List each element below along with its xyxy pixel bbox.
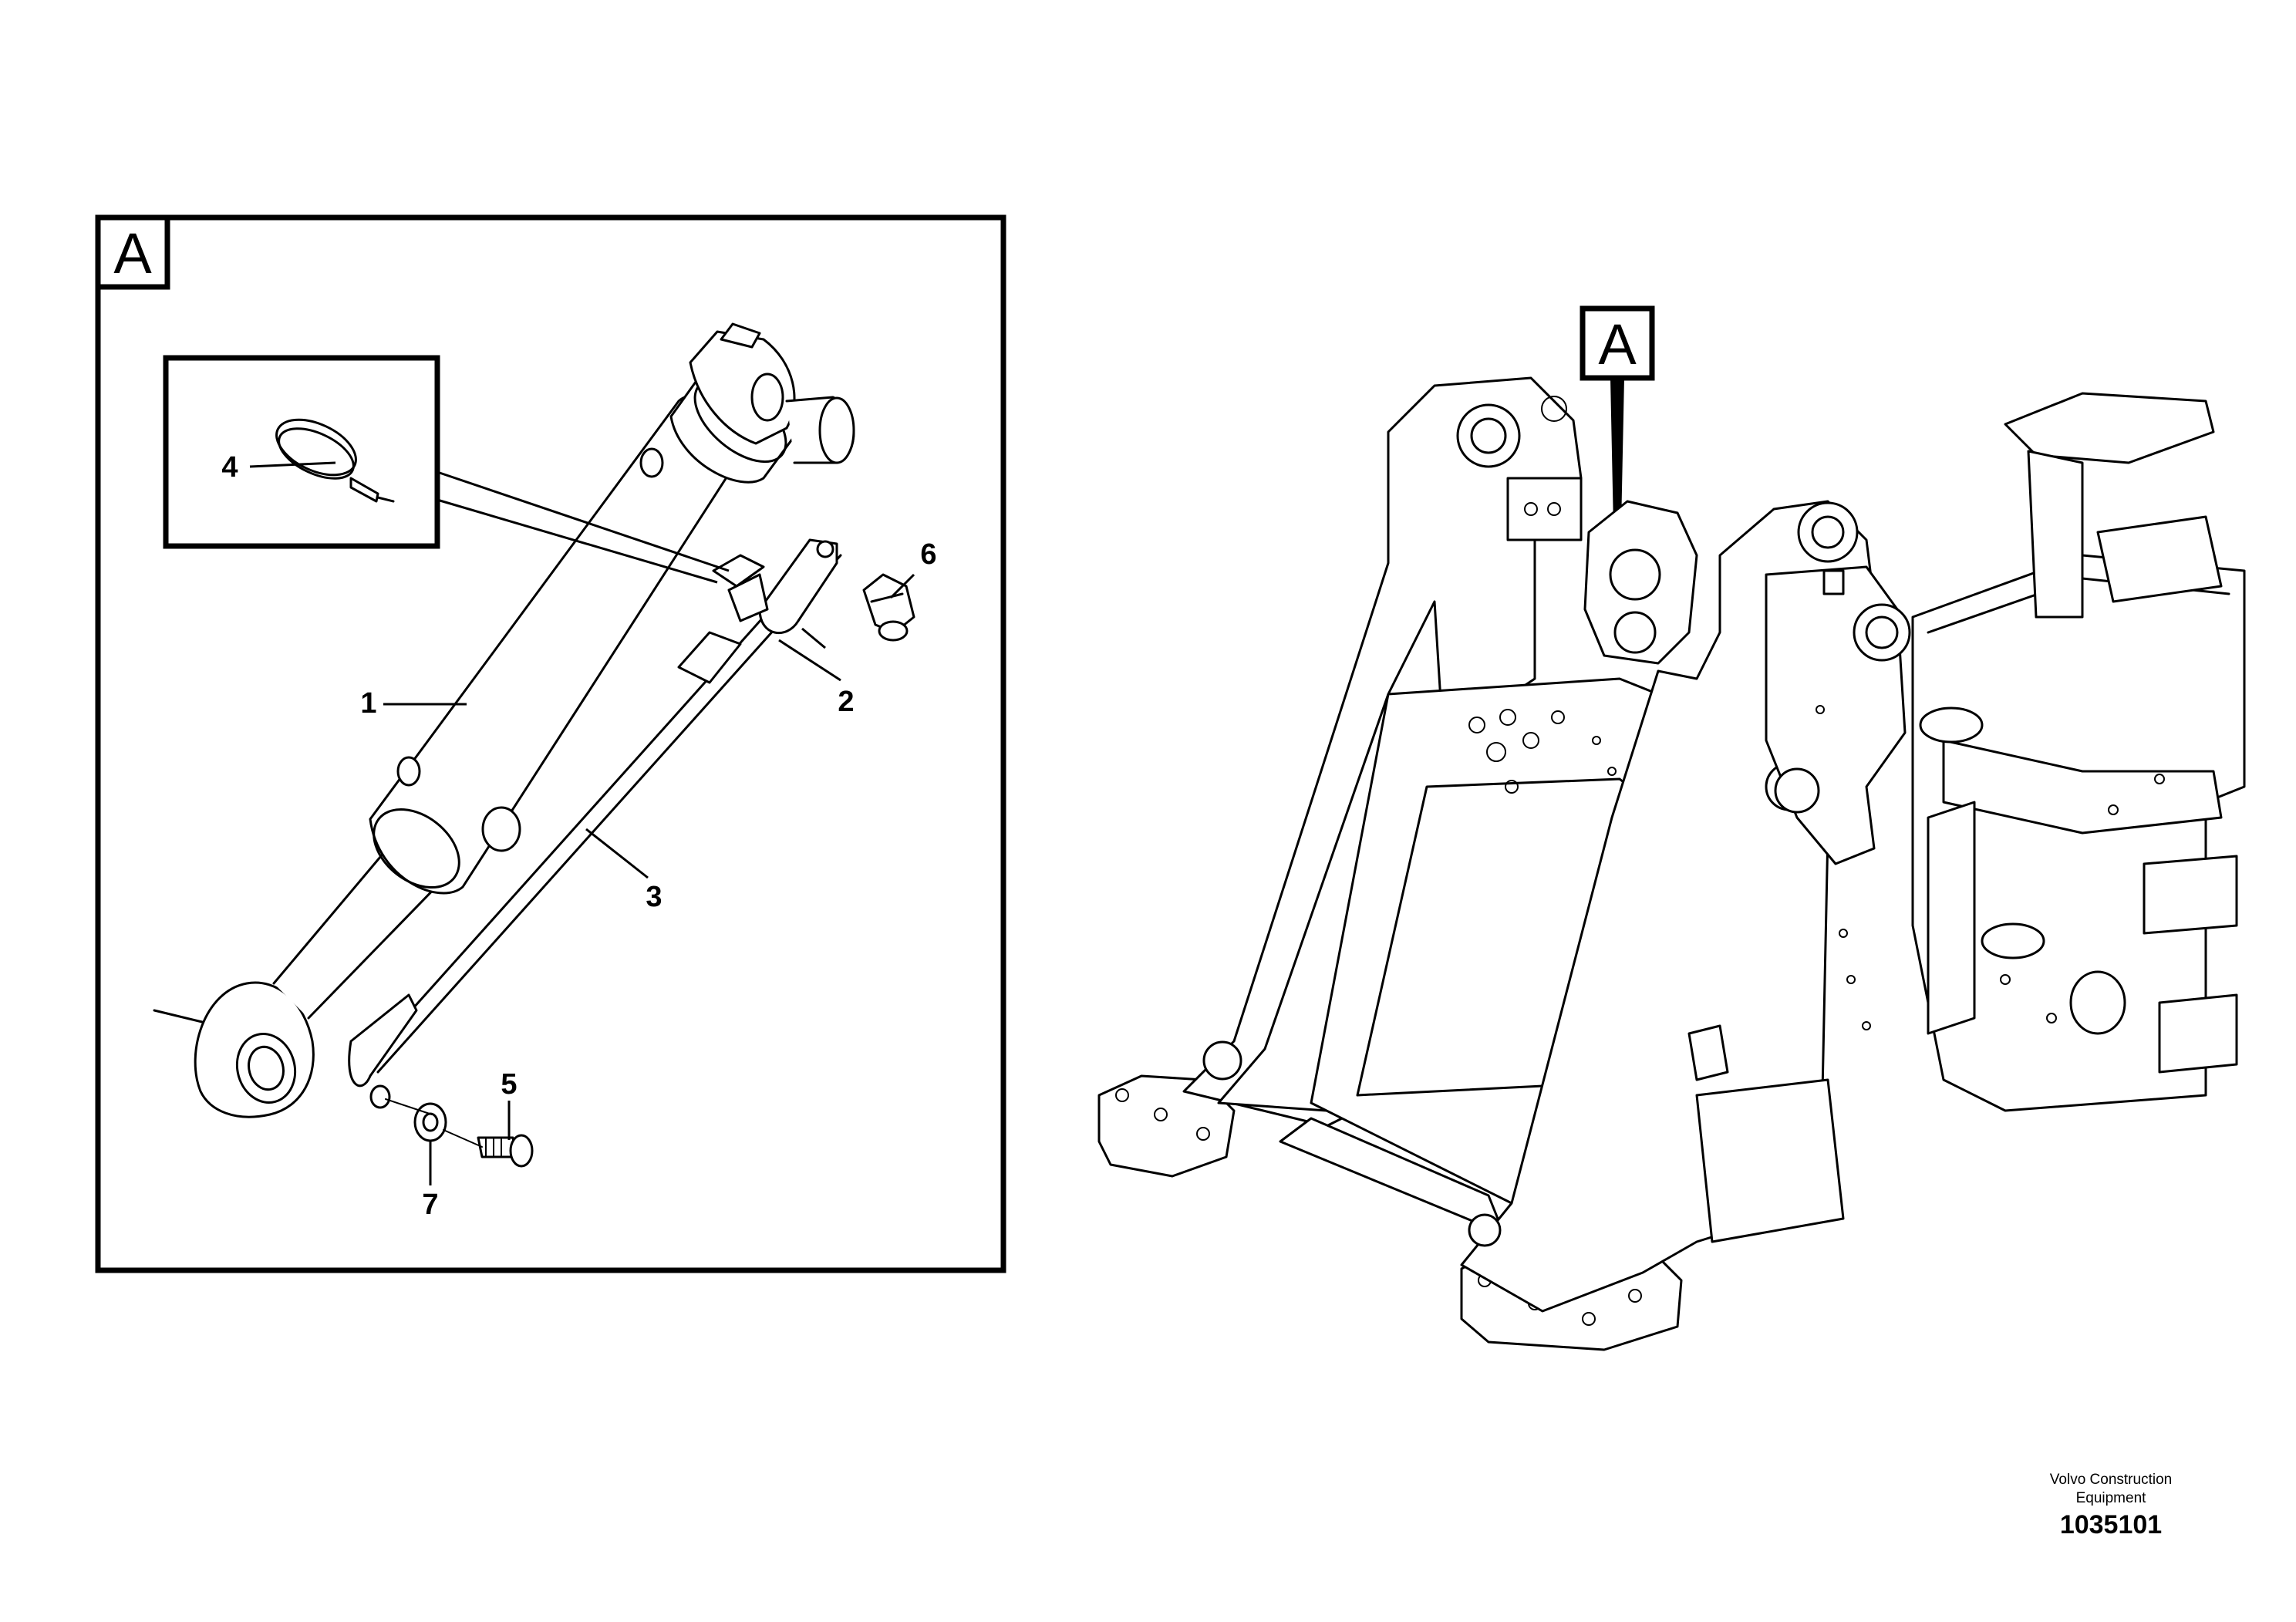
callout-4: 4 [221, 451, 238, 484]
front-frame-overview: A [1097, 305, 2246, 1351]
view-letter: A [113, 221, 152, 285]
view-letter-box [95, 214, 170, 290]
callout-3: 3 [646, 881, 662, 913]
hydraulic-cylinder [153, 322, 855, 1118]
callout-leaders [249, 461, 915, 1185]
clamp-inset [163, 355, 730, 584]
spacer [413, 1102, 447, 1142]
brand-name-line1: Volvo Construction [2049, 1472, 2173, 1488]
brand-name-line2: Equipment [2075, 1490, 2146, 1506]
position-sensor [862, 573, 915, 642]
callout-1: 1 [360, 687, 376, 720]
frame-holes [1468, 705, 2165, 1030]
callout-2: 2 [838, 686, 854, 718]
callout-7: 7 [422, 1189, 438, 1221]
view-marker-letter: A [1598, 312, 1637, 376]
callout-6: 6 [920, 538, 936, 571]
detail-frame [95, 214, 1006, 1273]
sensor-rod-assembly [348, 538, 842, 1109]
drawing-number: 1035101 [2059, 1510, 2163, 1539]
screw [477, 1134, 534, 1168]
detail-view-a: A [95, 214, 1006, 1273]
callout-5: 5 [501, 1068, 517, 1101]
